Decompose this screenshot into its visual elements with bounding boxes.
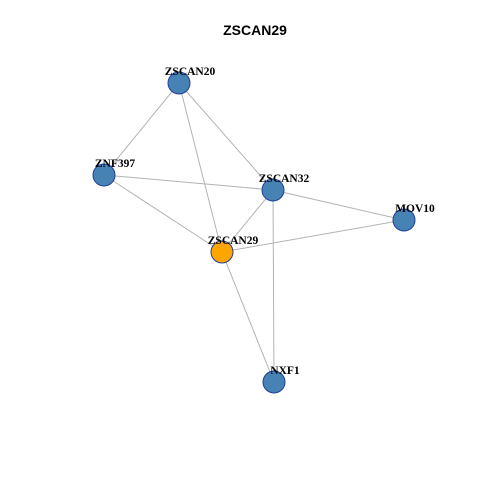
edge-zscan32-nxf1	[272, 189, 275, 383]
edges-group	[103, 82, 405, 383]
edge-zscan32-mov10	[272, 189, 405, 221]
edge-znf397-zscan29	[103, 174, 223, 253]
edge-zscan29-mov10	[221, 219, 405, 253]
node-label-zscan29: ZSCAN29	[208, 235, 259, 247]
edge-zscan20-znf397	[103, 82, 180, 176]
edge-zscan20-zscan29	[178, 82, 223, 253]
node-zscan29[interactable]	[210, 240, 234, 264]
edge-zscan32-zscan29	[221, 189, 274, 253]
nodes-group	[92, 71, 416, 394]
edge-znf397-zscan32	[103, 174, 274, 191]
node-znf397[interactable]	[92, 163, 116, 187]
edge-zscan29-nxf1	[221, 251, 275, 383]
node-zscan32[interactable]	[261, 178, 285, 202]
node-label-zscan20: ZSCAN20	[165, 66, 216, 78]
node-zscan20[interactable]	[167, 71, 191, 95]
node-label-znf397: ZNF397	[95, 158, 136, 170]
diagram-title: ZSCAN29	[223, 22, 287, 38]
node-nxf1[interactable]	[262, 370, 286, 394]
node-label-mov10: MOV10	[395, 203, 435, 215]
edge-zscan20-zscan32	[178, 82, 274, 191]
node-mov10[interactable]	[392, 208, 416, 232]
node-label-nxf1: NXF1	[270, 365, 300, 377]
node-label-zscan32: ZSCAN32	[259, 173, 310, 185]
